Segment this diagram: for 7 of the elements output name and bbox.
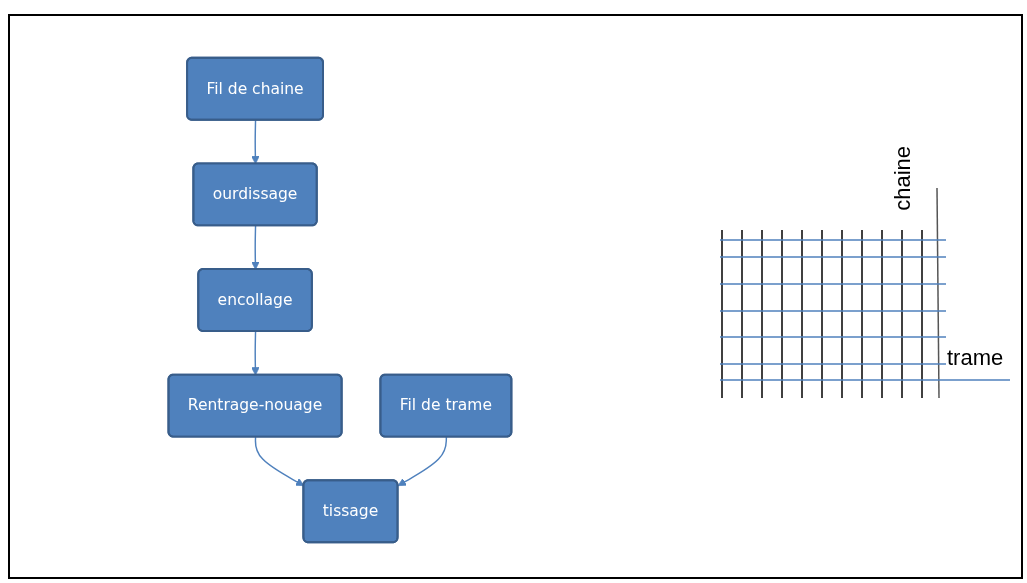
- arrow: [251, 330, 260, 376]
- weft-label: trame: [947, 347, 1004, 369]
- arrow: [397, 436, 448, 487]
- arrow: [254, 436, 305, 487]
- arrow: [251, 225, 260, 270]
- warp-label: chaine: [892, 146, 914, 211]
- arrow: [251, 119, 260, 165]
